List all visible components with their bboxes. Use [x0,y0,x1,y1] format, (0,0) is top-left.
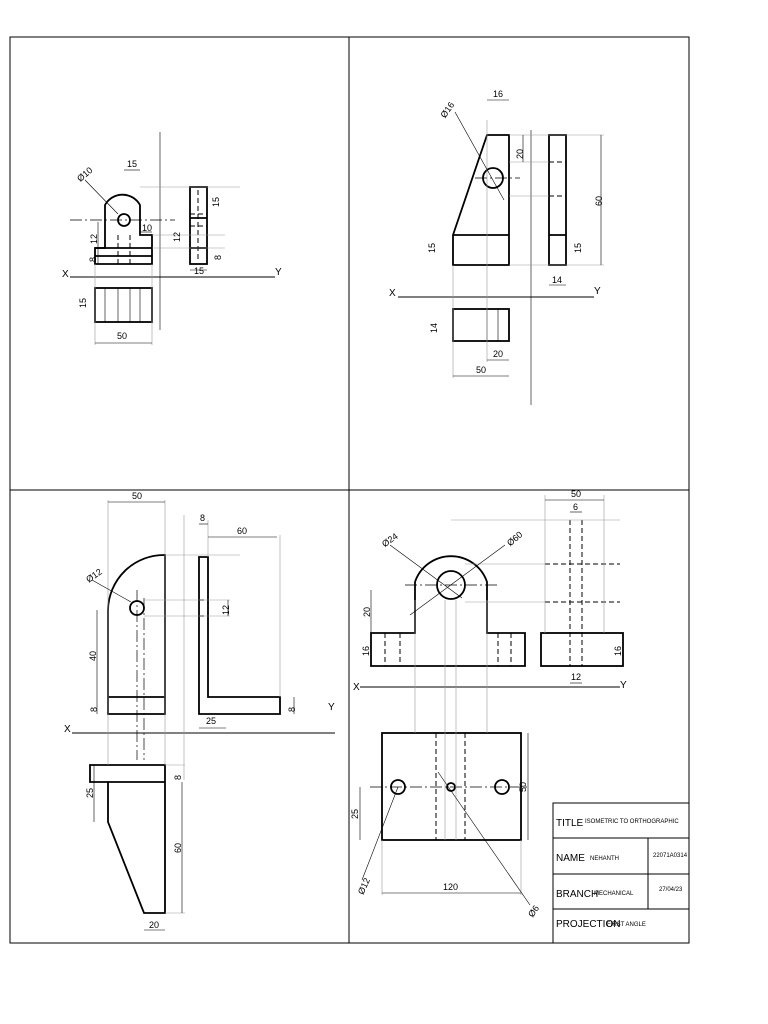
title-label: TITLE [556,818,584,829]
projection-label: PROJECTION [556,919,620,930]
dim-20-width: 20 [493,349,503,359]
front-view [452,134,520,266]
roll-number-value: 22071A0314 [653,853,688,859]
dim-50-width: 50 [571,489,581,499]
x-label: X [353,682,360,693]
dim-8-right: 8 [287,707,297,712]
dim-25-width: 25 [206,716,216,726]
dim-6-width: 6 [573,502,578,512]
name-label: NAME [556,853,585,864]
panel-bottom-left: X Y [64,491,335,931]
dim-8-right: 8 [213,255,223,260]
dim-25-height: 25 [350,809,360,819]
dim-16-width: 16 [493,89,503,99]
side-view [189,186,208,265]
y-label: Y [620,680,627,691]
dim-16-right: 16 [613,646,623,656]
dim-14-height: 14 [429,323,439,333]
panel-top-right: X Y 16 [389,89,604,405]
title-value: ISOMETRIC TO ORTHOGRAPHIC [585,819,679,825]
dim-12-right: 12 [172,232,182,242]
front-view [370,555,526,667]
dim-12-height: 12 [221,605,231,615]
dim-dia-24: Ø24 [380,531,400,549]
dim-15-height: 15 [211,197,221,207]
dim-8-top: 8 [173,775,183,780]
dim-15-right: 15 [573,243,583,253]
side-view [548,134,567,266]
branch-label: BRANCH [556,889,598,900]
dim-8-width: 8 [200,513,205,523]
name-value: NEHANTH [590,856,619,862]
dim-12-height: 12 [89,234,99,244]
dim-8-left: 8 [89,707,99,712]
front-view [107,554,166,760]
x-label: X [64,724,71,735]
top-view [452,308,510,342]
dim-dia-12: Ø12 [356,876,372,896]
dimensions-bottom-left: 50 8 60 Ø12 12 40 8 8 25 8 25 60 20 [84,491,297,931]
projection-value: FIRST ANGLE [607,922,646,928]
top-view [370,732,530,841]
dim-15-left: 15 [427,243,437,253]
panel-top-left: X Y [62,132,282,345]
dim-20-height: 20 [362,607,372,617]
dim-120-width: 120 [443,882,458,892]
date-value: 27/04/23 [659,887,683,893]
side-view [198,556,281,715]
y-label: Y [275,267,282,278]
dim-15-side: 15 [194,266,204,276]
x-label: X [389,288,396,299]
dim-dia-12: Ø12 [84,567,104,585]
dim-40-height: 40 [88,651,98,661]
dim-dia-16: Ø16 [438,100,456,120]
x-label: X [62,269,69,280]
dim-12-width: 12 [571,672,581,682]
dim-15-width: 15 [127,159,137,169]
dim-15-top: 15 [78,298,88,308]
dim-60-width: 60 [237,526,247,536]
dim-50-height: 50 [518,782,528,792]
dim-dia-60: Ø60 [505,529,524,548]
dim-50-width: 50 [476,365,486,375]
title-block: TITLE ISOMETRIC TO ORTHOGRAPHIC NAME NEH… [552,802,690,944]
dim-25-height: 25 [85,788,95,798]
dim-8-left: 8 [88,257,98,262]
front-view [70,193,175,265]
dim-dia-10: Ø10 [75,165,94,184]
dim-10-width: 10 [142,223,152,233]
dim-60-height: 60 [594,196,604,206]
y-label: Y [594,286,601,297]
dim-20-width: 20 [149,920,159,930]
dim-50-width: 50 [117,331,127,341]
dim-dia-6: Ø6 [526,903,541,919]
dim-60-height: 60 [173,843,183,853]
branch-value: MECHANICAL [594,891,634,897]
y-label: Y [328,702,335,713]
dim-14-width: 14 [552,275,562,285]
top-view [89,764,166,914]
dim-50-width: 50 [132,491,142,501]
top-view [94,287,153,323]
sheet-border [9,36,690,944]
dim-16-left: 16 [361,646,371,656]
side-view [540,520,624,667]
panel-bottom-right: X Y [350,489,627,919]
dim-20-height: 20 [515,149,525,159]
